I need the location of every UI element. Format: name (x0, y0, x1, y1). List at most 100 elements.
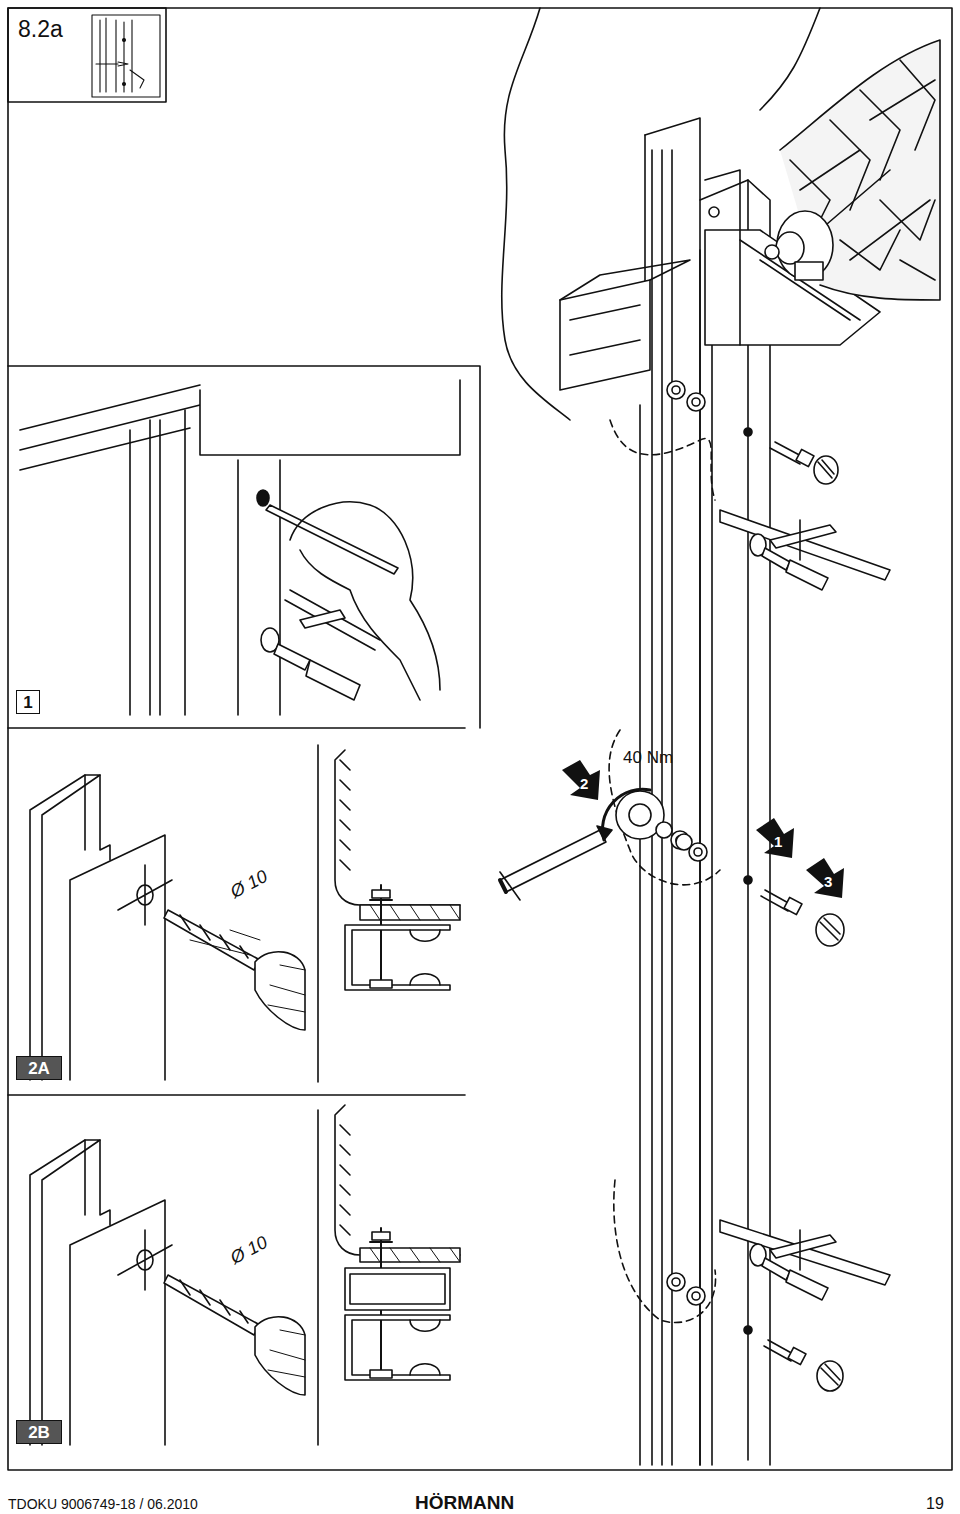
fasteners (687, 1287, 705, 1305)
mini-icon (123, 39, 126, 42)
mini-icon (123, 83, 126, 86)
fasteners (817, 1361, 843, 1391)
torque-wrench (656, 822, 672, 838)
torque-wrench (500, 789, 692, 900)
fasteners (667, 1273, 685, 1291)
dimension: Ø 10 (227, 867, 271, 903)
step-arrow (806, 858, 844, 898)
panel-2b-beam (410, 1320, 440, 1375)
panel-1-beam (130, 410, 185, 715)
torque-wrench (597, 826, 612, 840)
fasteners (796, 449, 814, 466)
panel-2a-beam (85, 775, 110, 860)
shaft-roll (776, 232, 804, 264)
panel-2b-beam (350, 1274, 445, 1304)
step-number: 2 (580, 776, 588, 793)
fasteners (694, 848, 702, 856)
step-number: 1 (774, 834, 782, 851)
torque-wrench (676, 834, 692, 850)
panel-2b-beam (30, 1105, 460, 1445)
panel-2b-beam (118, 1230, 172, 1290)
panel-2a-beam (370, 980, 392, 988)
panel-2a-beam (360, 905, 460, 920)
panel-label-text: 2B (28, 1424, 50, 1441)
shaft-roll (709, 207, 719, 217)
guide-rail (748, 180, 770, 1465)
panel-2b-beam (255, 1317, 305, 1395)
panel-2b-beam (370, 1370, 392, 1378)
panel-2a-beam (370, 885, 392, 980)
clamp (720, 1220, 890, 1285)
panel-2a-beam (410, 930, 440, 985)
fasteners (692, 398, 700, 406)
panel-1-beam (238, 460, 280, 715)
panel-2a-beam (268, 965, 305, 1012)
panel-1-beam (20, 385, 200, 470)
panel-2a-beam (340, 760, 350, 870)
frame (8, 727, 465, 729)
fasteners (672, 1278, 680, 1286)
fasteners (820, 918, 840, 940)
frame (8, 8, 166, 102)
shaft-roll (777, 211, 833, 279)
panel-2b-beam (335, 1105, 460, 1255)
fasteners (667, 381, 685, 399)
panel-1-beam (200, 380, 460, 455)
panel-1-beam (300, 550, 420, 700)
shaft-roll (705, 40, 940, 345)
panel-2a-beam (164, 910, 260, 970)
guide-rail (639, 405, 641, 1465)
panel-2a-beam (30, 775, 100, 1080)
step-arrow (562, 760, 600, 800)
panel-1-beam (266, 505, 398, 574)
clamp (786, 560, 828, 590)
panel-2a-beam (255, 952, 305, 1030)
guide-rail (700, 180, 748, 1460)
mini-icon (92, 15, 160, 97)
frame (317, 745, 319, 1445)
torque-wrench (500, 830, 606, 892)
fasteners (672, 386, 680, 394)
panel-1-beam (285, 590, 380, 650)
page-number: 19 (926, 1495, 944, 1513)
panel-label-text: 2A (28, 1060, 50, 1077)
shaft-roll (705, 170, 740, 345)
panel-2a-beam (70, 835, 165, 1080)
panel-1-beam (257, 490, 269, 506)
mini-icon (92, 15, 160, 97)
torque-wrench (500, 872, 520, 900)
panel-2b-beam (30, 1140, 100, 1445)
guide-rail (744, 1326, 752, 1334)
frame (8, 8, 952, 1470)
panel-2b-beam (70, 1200, 165, 1445)
panel-label-text: 1 (23, 694, 32, 711)
panel-2a-beam (345, 925, 450, 990)
panel-2b-beam (345, 1315, 450, 1380)
shaft-roll (765, 245, 779, 259)
shaft-roll (795, 262, 823, 280)
panel-2b-beam (360, 1248, 460, 1262)
clamp (762, 1258, 790, 1280)
panel-label: 1 (16, 690, 40, 714)
panel-2a-beam (335, 750, 460, 905)
frame (8, 1094, 465, 1096)
wall-outline (609, 730, 720, 885)
panel-2b-beam (370, 1248, 460, 1262)
document-code: TDOKU 9006749-18 / 06.2010 (8, 1497, 198, 1512)
panel-2b-beam (85, 1140, 110, 1225)
panel-2a-beam (190, 930, 260, 955)
panel-2b-beam (340, 1125, 350, 1235)
fasteners (814, 456, 838, 484)
step-arrow (756, 818, 794, 858)
panel-2b-beam (180, 1280, 248, 1323)
guide-rail (570, 305, 640, 355)
fasteners (818, 460, 834, 478)
guide-rail (645, 118, 700, 1465)
torque-value: 40 Nm (623, 749, 673, 768)
panel-label: 2B (16, 1420, 62, 1444)
guide-rail (560, 280, 650, 390)
panel-2a-beam (372, 890, 390, 898)
panel-2b-beam (372, 1232, 390, 1240)
